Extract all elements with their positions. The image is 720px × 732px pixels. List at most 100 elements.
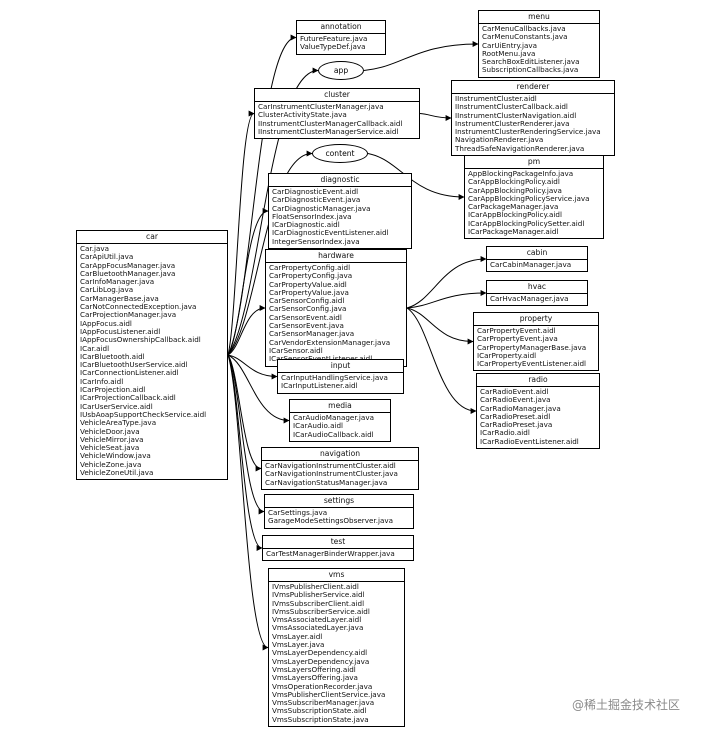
edge-car-hardware bbox=[227, 305, 266, 356]
file-entry: VehicleZoneUtil.java bbox=[80, 468, 154, 478]
edge-car-diagnostic bbox=[227, 208, 269, 356]
file-entry: ICarAudio.aidl bbox=[293, 421, 344, 431]
file-entry: ThreadSafeNavigationRenderer.java bbox=[455, 143, 585, 153]
node-cabin-files: CarCabinManager.java bbox=[487, 260, 587, 271]
file-entry: ICarBluetoothUserService.aidl bbox=[80, 360, 188, 370]
file-entry: VmsLayerDependency.aidl bbox=[272, 648, 368, 658]
file-entry: CarTestManagerBinderWrapper.java bbox=[266, 549, 395, 558]
file-entry: AppBlockingPackageInfo.java bbox=[468, 169, 574, 178]
file-entry: IntegerSensorIndex.java bbox=[272, 236, 360, 246]
file-entry: ICar.aidl bbox=[80, 343, 110, 353]
file-entry: ICarInputListener.aidl bbox=[281, 381, 358, 391]
edge-car-input bbox=[227, 354, 278, 380]
file-entry: ICarBluetooth.aidl bbox=[80, 351, 145, 361]
edge-app-menu bbox=[363, 41, 479, 71]
edge-car-content bbox=[227, 150, 313, 356]
file-entry: ICarProjection.aidl bbox=[80, 385, 146, 395]
node-cluster-title: cluster bbox=[255, 89, 419, 102]
node-property-title: property bbox=[474, 313, 598, 326]
node-test-title: test bbox=[263, 536, 413, 549]
file-entry: VehicleWindow.java bbox=[80, 451, 151, 461]
file-entry: CarPropertyConfig.java bbox=[269, 271, 353, 281]
node-app-title: app bbox=[333, 66, 349, 75]
file-entry: ICarConnectionListener.aidl bbox=[80, 368, 179, 378]
file-entry: FutureFeature.java bbox=[300, 34, 368, 43]
file-entry: CarNavigationStatusManager.java bbox=[265, 477, 388, 487]
file-entry: ICarRadioEventListener.aidl bbox=[480, 436, 579, 446]
file-entry: InstrumentClusterRenderingService.java bbox=[455, 127, 601, 137]
file-entry: RootMenu.java bbox=[482, 48, 536, 58]
file-entry: CarPropertyEvent.aidl bbox=[477, 326, 556, 335]
edge-hardware-hvac bbox=[406, 290, 487, 309]
file-entry: ICarPackageManager.aidl bbox=[468, 227, 559, 237]
file-entry: IAppFocusOwnershipCallback.aidl bbox=[80, 335, 201, 345]
file-entry: ICarAppBlockingPolicy.aidl bbox=[468, 210, 562, 220]
node-test-files: CarTestManagerBinderWrapper.java bbox=[263, 549, 413, 560]
file-entry: VmsPublisherClientService.java bbox=[272, 689, 386, 699]
node-settings-title: settings bbox=[265, 495, 413, 508]
node-menu-title: menu bbox=[479, 11, 599, 24]
file-entry: ICarProjectionCallback.aidl bbox=[80, 393, 176, 403]
file-entry: VmsLayerDependency.java bbox=[272, 656, 370, 666]
file-entry: VmsSubscriptionState.java bbox=[272, 714, 369, 724]
file-entry: CarRadioEvent.aidl bbox=[480, 387, 549, 396]
file-entry: CarPropertyValue.aidl bbox=[269, 279, 347, 289]
file-entry: CarPropertyManagerBase.java bbox=[477, 342, 587, 352]
node-hvac: hvac CarHvacManager.java bbox=[486, 280, 588, 307]
file-entry: VmsSubscriberManager.java bbox=[272, 698, 375, 708]
file-entry: Car.java bbox=[80, 244, 110, 253]
file-entry: CarInfoManager.java bbox=[80, 277, 155, 287]
file-entry: VmsLayersOffering.aidl bbox=[272, 664, 356, 674]
file-entry: ICarRadio.aidl bbox=[480, 428, 530, 438]
file-entry: CarDiagnosticManager.java bbox=[272, 203, 371, 213]
file-entry: ClusterActivityState.java bbox=[258, 110, 347, 120]
file-entry: IAppFocusListener.aidl bbox=[80, 326, 161, 336]
file-entry: SubscriptionCallbacks.java bbox=[482, 65, 579, 75]
file-entry: CarManagerBase.java bbox=[80, 293, 159, 303]
node-input-title: input bbox=[278, 360, 403, 373]
node-cluster: cluster CarInstrumentClusterManager.java… bbox=[254, 88, 420, 140]
file-entry: ICarDiagnosticEventListener.aidl bbox=[272, 228, 389, 238]
file-entry: CarUiEntry.java bbox=[482, 40, 538, 50]
file-entry: CarPropertyEvent.java bbox=[477, 334, 558, 344]
node-diagnostic-title: diagnostic bbox=[269, 174, 411, 187]
file-entry: CarDiagnosticEvent.java bbox=[272, 195, 361, 205]
file-entry: CarVendorExtensionManager.java bbox=[269, 337, 391, 347]
file-entry: CarAppFocusManager.java bbox=[80, 260, 176, 270]
file-entry: CarMenuCallbacks.java bbox=[482, 24, 566, 33]
file-entry: ICarProperty.aidl bbox=[477, 350, 537, 360]
file-entry: IAppFocus.aidl bbox=[80, 318, 132, 328]
node-cabin: cabin CarCabinManager.java bbox=[486, 246, 588, 273]
file-entry: CarAudioManager.java bbox=[293, 413, 374, 422]
file-entry: ICarPropertyEventListener.aidl bbox=[477, 359, 587, 369]
file-entry: VmsAssociatedLayer.aidl bbox=[272, 615, 362, 625]
file-entry: CarMenuConstants.java bbox=[482, 32, 568, 42]
file-entry: IUsbAoapSupportCheckService.aidl bbox=[80, 409, 207, 419]
file-entry: IInstrumentClusterManagerCallback.aidl bbox=[258, 118, 403, 128]
file-entry: CarHvacManager.java bbox=[490, 294, 569, 303]
node-content: content bbox=[312, 144, 368, 163]
file-entry: VmsLayersOffering.java bbox=[272, 673, 358, 683]
file-entry: CarLibLog.java bbox=[80, 285, 134, 295]
file-entry: CarInputHandlingService.java bbox=[281, 373, 388, 382]
file-entry: CarRadioEvent.java bbox=[480, 395, 551, 405]
node-cabin-title: cabin bbox=[487, 247, 587, 260]
node-annotation-title: annotation bbox=[297, 21, 385, 34]
file-entry: CarSettings.java bbox=[268, 508, 328, 517]
